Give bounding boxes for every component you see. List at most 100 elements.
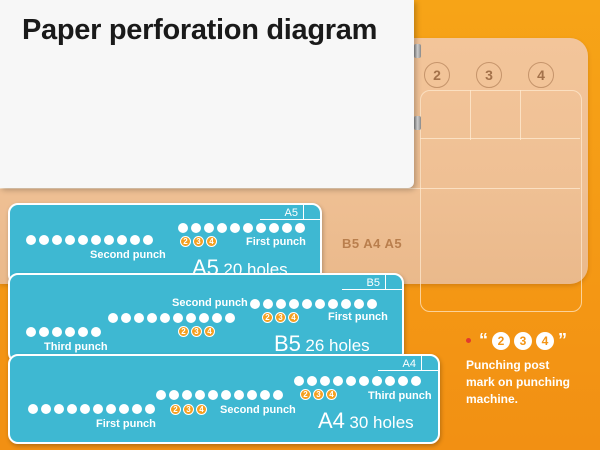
quote-open: “ (479, 330, 488, 350)
hole-icon (294, 376, 304, 386)
hole-icon (186, 313, 196, 323)
hole-icon (169, 390, 179, 400)
hole-icon (359, 376, 369, 386)
mark-icon: 4 (288, 312, 299, 323)
hole-icon (28, 404, 38, 414)
tray-divider (420, 138, 580, 139)
red-dot-icon (466, 338, 471, 343)
paper-size: B5 (274, 331, 301, 356)
hole-icon (91, 235, 101, 245)
paper-sheet: Paper perforation diagram (0, 0, 414, 188)
hole-icon (411, 376, 421, 386)
hole-icon (195, 390, 205, 400)
hole-icon (328, 299, 338, 309)
card-tag: B5 (366, 277, 380, 289)
first-punch-label: First punch (96, 418, 156, 430)
hole-icon (93, 404, 103, 414)
post-mark-icon: 4 (528, 62, 554, 88)
hole-icon (243, 223, 253, 233)
hole-icon (108, 313, 118, 323)
tag-divider (303, 205, 304, 219)
hole-icon (78, 327, 88, 337)
hole-icon (282, 223, 292, 233)
second-punch-holes (26, 235, 153, 245)
hole-icon (315, 299, 325, 309)
mark-icon: 2 (492, 331, 510, 350)
first-punch-label: First punch (328, 311, 388, 323)
mark-icon: 2 (178, 326, 189, 337)
second-punch-holes (108, 313, 235, 323)
hole-icon (212, 313, 222, 323)
hole-icon (132, 404, 142, 414)
mark-icon: 3 (191, 326, 202, 337)
mark-icon: 4 (536, 331, 554, 350)
hole-icon (191, 223, 201, 233)
hole-icon (26, 327, 36, 337)
hole-icon (147, 313, 157, 323)
hole-icon (320, 376, 330, 386)
post-marks: 2 3 4 (180, 236, 217, 247)
hole-icon (65, 235, 75, 245)
hole-icon (80, 404, 90, 414)
size-heading: B5 26 holes (274, 331, 370, 357)
hole-icon (134, 313, 144, 323)
post-marks: 2 3 4 (178, 326, 215, 337)
hole-icon (41, 404, 51, 414)
second-punch-label: Second punch (90, 249, 166, 261)
hole-icon (398, 376, 408, 386)
post-marks: 2 3 4 (170, 404, 207, 415)
hole-icon (372, 376, 382, 386)
first-punch-holes (250, 299, 377, 309)
hole-icon (67, 404, 77, 414)
card-a5: A5 2 3 4 First punch Second punch A5 20 … (8, 203, 322, 285)
hole-icon (269, 223, 279, 233)
hole-icon (225, 313, 235, 323)
tray-divider (520, 90, 521, 140)
third-punch-holes (294, 376, 421, 386)
mark-icon: 3 (514, 331, 532, 350)
hole-icon (173, 313, 183, 323)
mark-icon: 4 (206, 236, 217, 247)
third-punch-label: Third punch (44, 341, 108, 353)
hole-icon (341, 299, 351, 309)
hole-icon (52, 235, 62, 245)
tray-divider (470, 90, 471, 140)
mark-icon: 2 (300, 389, 311, 400)
post-mark-icon: 3 (476, 62, 502, 88)
hole-count: 26 holes (305, 336, 370, 355)
hole-icon (130, 235, 140, 245)
card-a4: A4 Third punch 2 3 4 2 3 4 Second punch (8, 354, 440, 444)
post-mark-icon: 2 (424, 62, 450, 88)
hole-icon (52, 327, 62, 337)
hole-icon (160, 313, 170, 323)
tray-divider (0, 188, 420, 189)
mark-icon: 3 (275, 312, 286, 323)
tray-divider (420, 188, 580, 189)
paper-size: A4 (318, 408, 345, 433)
hole-icon (106, 404, 116, 414)
hole-icon (260, 390, 270, 400)
post-marks: 2 3 4 (300, 389, 337, 400)
size-heading: A4 30 holes (318, 408, 414, 434)
hole-icon (54, 404, 64, 414)
hole-icon (367, 299, 377, 309)
hole-icon (182, 390, 192, 400)
hole-icon (204, 223, 214, 233)
tag-underline (378, 370, 438, 371)
card-tag: A4 (402, 358, 416, 370)
card-b5: B5 Second punch 2 3 4 First punch 2 3 4 (8, 273, 404, 363)
hole-icon (250, 299, 260, 309)
hole-icon (230, 223, 240, 233)
hole-icon (346, 376, 356, 386)
first-punch-holes (178, 223, 305, 233)
hole-icon (208, 390, 218, 400)
first-punch-holes (28, 404, 155, 414)
hole-icon (91, 327, 101, 337)
screw-icon (414, 116, 421, 130)
hole-icon (178, 223, 188, 233)
screw-icon (414, 44, 421, 58)
hole-icon (39, 327, 49, 337)
hole-icon (104, 235, 114, 245)
legend: “ 2 3 4 ” Punching post mark on punching… (466, 330, 576, 408)
mark-icon: 3 (313, 389, 324, 400)
